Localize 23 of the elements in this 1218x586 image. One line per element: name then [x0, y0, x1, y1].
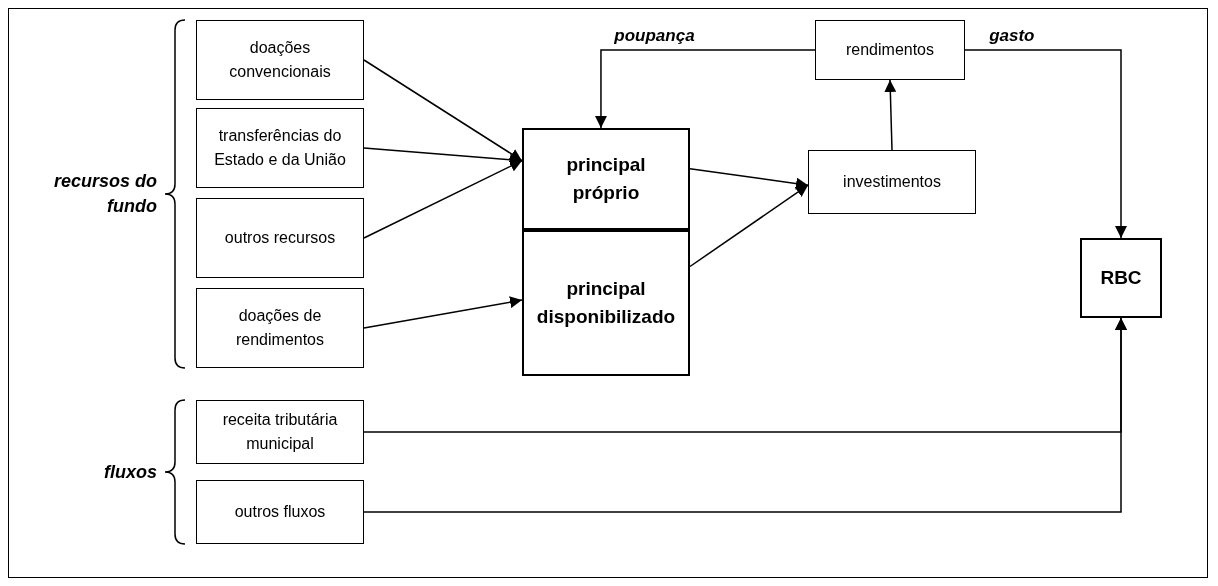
principal-box: principal próprio [522, 128, 690, 230]
process-box: outros fluxos [196, 480, 364, 544]
process-box: transferências do Estado e da União [196, 108, 364, 188]
process-box: doações de rendimentos [196, 288, 364, 368]
arrow [594, 49, 816, 129]
process-box: receita tributária municipal [196, 400, 364, 464]
process-box: rendimentos [815, 20, 965, 80]
group-label: fluxos [103, 460, 157, 484]
arrow [363, 147, 523, 166]
process-box: outros recursos [196, 198, 364, 278]
arrow [884, 79, 897, 151]
principal-box: principal disponibilizado [522, 230, 690, 376]
group-label: recursos do fundo [52, 170, 157, 219]
process-box: doações convencionais [196, 20, 364, 100]
arrow [363, 317, 1127, 513]
arrow [363, 296, 523, 329]
arrow [689, 184, 809, 268]
arrow [363, 59, 523, 162]
process-box: investimentos [808, 150, 976, 214]
arrow [964, 49, 1127, 239]
arrow [363, 159, 523, 239]
target-box: RBC [1080, 238, 1162, 318]
arrow [689, 168, 809, 190]
